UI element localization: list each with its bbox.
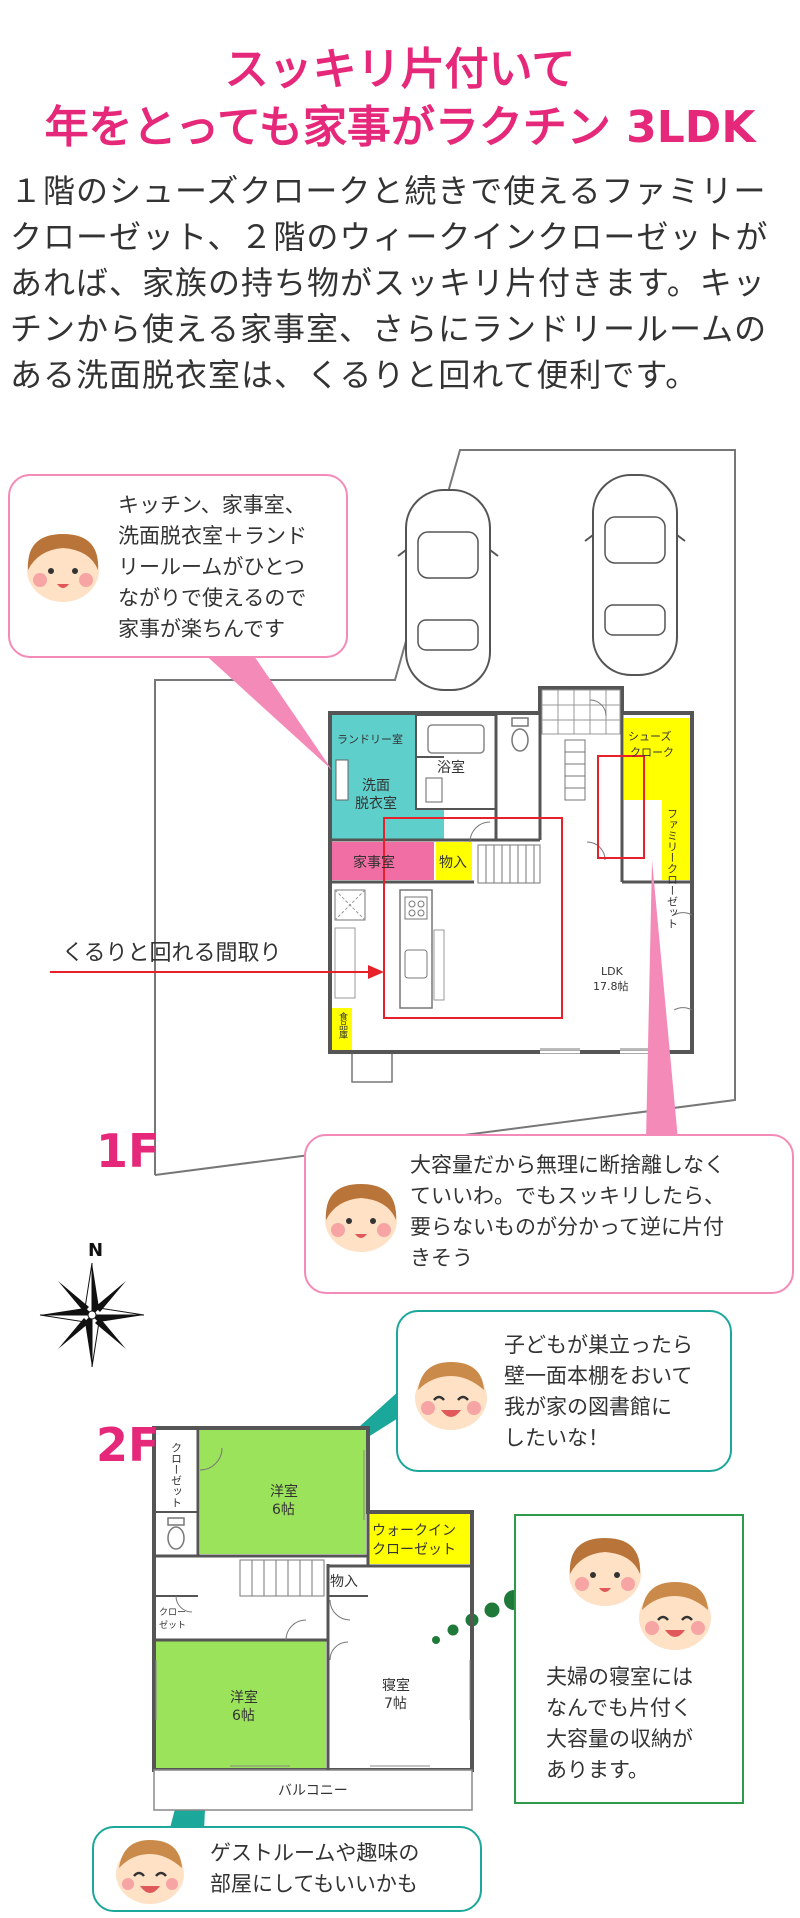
room-label-closet-small-b: ゼット	[159, 1619, 186, 1631]
room-label-shoes-2: クローク	[630, 746, 674, 759]
room-label-washroom-2: 脱衣室	[355, 795, 397, 812]
bubble-line: 家事が楽ちんです	[118, 617, 285, 641]
room-label-family-closet: ファミリークローゼット	[666, 808, 679, 929]
room-label-walkin-a: ウォークイン	[372, 1523, 456, 1539]
intro-line: チンから使える家事室、さらにランドリールームの	[10, 310, 768, 348]
pointer-1f-top	[200, 650, 332, 770]
bubble-line: きそう	[410, 1246, 473, 1270]
site-boundary-1f	[154, 449, 736, 1176]
room-label-walkin-b: クローゼット	[372, 1542, 456, 1558]
room-label-bedroom-b: 7帖	[384, 1696, 407, 1712]
balcony	[153, 1769, 473, 1811]
car-left-icon	[397, 489, 499, 691]
toilet-1f-icon	[511, 728, 529, 752]
stairs-1f	[477, 844, 541, 884]
laundry-room	[332, 715, 416, 757]
bubble-line: ながりで使えるので	[118, 586, 307, 610]
compass-icon	[39, 1262, 145, 1368]
bubble-line: 我が家の図書館に	[504, 1395, 672, 1419]
man-face-icon	[639, 1582, 711, 1650]
compass-north-label: N	[88, 1240, 103, 1261]
floor-plan-2f	[152, 1426, 474, 1811]
bubble-line: ゲストルームや趣味の	[210, 1841, 420, 1865]
room-label-bedroom-a: 寝室	[382, 1677, 410, 1694]
pantry-box	[332, 1008, 352, 1052]
room-label-balcony: バルコニー	[278, 1783, 348, 1799]
page-title-line1: スッキリ片付いて	[224, 44, 576, 95]
bubble-line: 要らないものが分かって逆に片付	[410, 1215, 724, 1239]
toilet-2f-icon	[167, 1526, 185, 1550]
room-label-western1-a: 洋室	[270, 1483, 298, 1500]
room-label-pantry: 食品庫	[337, 1011, 348, 1040]
room-label-closet-small-a: クロー	[159, 1607, 186, 1618]
room-label-laundry: ランドリー室	[337, 732, 403, 746]
red-arrow-head-icon	[368, 965, 384, 979]
bubble-line: なんでも片付く	[546, 1696, 692, 1720]
dot-icon	[432, 1636, 440, 1644]
car-right-icon	[584, 474, 686, 676]
arrow-label: くるりと回れる間取り	[62, 941, 282, 966]
bubble-line: 壁一面本棚をおいて	[504, 1364, 693, 1388]
entrance-tiles	[541, 689, 621, 735]
room-label-storage-2f: 物入	[330, 1574, 358, 1590]
room-label-western2-b: 6帖	[232, 1708, 255, 1724]
walkin-closet	[368, 1514, 472, 1564]
stairs-2f	[239, 1559, 325, 1597]
bubble-line: キッチン、家事室、	[118, 493, 306, 517]
family-closet	[662, 800, 690, 880]
room-label-western2-a: 洋室	[230, 1689, 258, 1706]
dot-icon	[484, 1602, 500, 1618]
bubble-line: 子どもが巣立ったら	[504, 1333, 693, 1357]
floor-label-2f: 2F	[96, 1418, 160, 1472]
room-label-closet-vertical: クローゼット	[170, 1442, 183, 1508]
pointer-1f-bottom	[646, 860, 678, 1140]
bubble-line: したいな！	[504, 1426, 609, 1450]
room-label-western1-b: 6帖	[272, 1502, 295, 1518]
intro-line: あれば、家族の持ち物がスッキリ片付きます。キッ	[10, 264, 766, 302]
speech-bubble-1f-bottom: 大容量だから無理に断捨離しなく ていいわ。でもスッキリしたら、 要らないものが分…	[304, 1134, 794, 1294]
intro-line: クローゼット、２階のウィークインクローゼットが	[10, 218, 769, 256]
boy-face-icon	[415, 1362, 487, 1430]
bubble-line: リールームがひとつ	[118, 555, 305, 579]
intro-line: １階のシューズクロークと続きで使えるファミリー	[10, 172, 767, 210]
bubble-line: 大容量の収納が	[546, 1727, 693, 1751]
girl-face-icon	[27, 534, 99, 602]
room-label-bath: 浴室	[437, 759, 465, 776]
western-room-2	[156, 1640, 326, 1768]
bubble-line: 夫婦の寝室には	[546, 1665, 693, 1689]
room-label-shoes-1: シューズ	[628, 729, 671, 743]
intro-line: ある洗面脱衣室は、くるりと回れて便利です。	[10, 356, 699, 394]
bubble-line: 部屋にしてもいいかも	[210, 1872, 418, 1896]
bubble-line: 大容量だから無理に断捨離しなく	[410, 1153, 725, 1177]
bathtub	[427, 724, 485, 754]
loop-highlight-1f	[383, 817, 563, 1019]
shoes-cloak	[624, 718, 690, 800]
page-title-line2: 年をとっても家事がラクチン 3LDK	[44, 102, 756, 153]
bubble-line: 洗面脱衣室＋ランド	[118, 524, 307, 548]
room-label-ldk-2: 17.8帖	[593, 980, 629, 993]
speech-bubble-2f-bottom: ゲストルームや趣味の 部屋にしてもいいかも	[92, 1826, 482, 1912]
bubble-line: あります。	[546, 1758, 649, 1782]
bubble-line: ていいわ。でもスッキリしたら、	[410, 1184, 725, 1208]
room-label-storage-1f: 物入	[439, 855, 467, 871]
info-box-2f-bedroom: 夫婦の寝室には なんでも片付く 大容量の収納が あります。	[514, 1514, 744, 1804]
floor-label-1f: 1F	[96, 1124, 160, 1178]
closet-highlight-1f	[597, 755, 645, 859]
girl-face-icon	[325, 1184, 397, 1252]
speech-bubble-2f-top: 子どもが巣立ったら 壁一面本棚をおいて 我が家の図書館に したいな！	[396, 1310, 732, 1472]
boy-face-icon	[116, 1840, 184, 1904]
intro-text: １階のシューズクロークと続きで使えるファミリー クローゼット、２階のウィークイン…	[10, 168, 792, 398]
storage-room-1f	[436, 842, 472, 880]
dot-icon	[447, 1624, 459, 1636]
room-label-housework: 家事室	[353, 854, 395, 871]
girl-face-icon	[569, 1538, 641, 1606]
room-label-washroom-1: 洗面	[362, 778, 390, 794]
western-room-1	[200, 1430, 366, 1554]
speech-bubble-1f-top: キッチン、家事室、 洗面脱衣室＋ランド リールームがひとつ ながりで使えるので …	[8, 474, 348, 658]
room-label-ldk-1: LDK	[601, 965, 624, 978]
